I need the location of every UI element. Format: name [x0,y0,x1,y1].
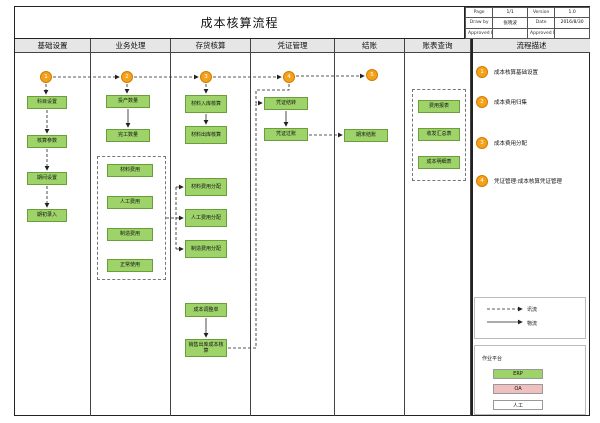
meta-table: Page 1/1 Version 1.0 Draw by 张晓波 Date 20… [464,6,590,40]
legend-info-flow-label: 讯流 [527,307,538,313]
box-material-cost[interactable]: 材料费用 [107,164,153,177]
description-step-marker: 2 [476,96,488,108]
lane-description: 流程描述 [471,39,590,416]
box-voucher-posting[interactable]: 凭证过账 [264,128,308,141]
platform-title: 作业平台 [482,356,503,362]
diagram-title: 成本核算流程 [15,7,465,39]
approveddate-value [554,27,590,40]
description-text: 成本费用归集 [494,100,528,106]
legend-material-flow-label: 物流 [527,321,538,327]
box-material-outbound-costing[interactable]: 材料出库核算 [185,126,227,144]
approveddate-label: Approved Date [526,27,556,40]
description-step-marker: 3 [476,137,488,149]
box-cost-adjustment[interactable]: 成本调整单 [185,303,227,317]
box-period-setup[interactable]: 期间设置 [27,172,67,185]
box-expense-report[interactable]: 费用报表 [418,100,460,113]
description-item: 4 凭证管理:成本核算凭证管理 [476,175,562,187]
description-list: 1 成本核算基础设置 2 成本费用归集 3 成本费用分配 4 凭证管理:成本核算… [471,0,590,200]
lane-header: 流程描述 [473,39,590,53]
lane-header: 账表查询 [405,39,470,53]
description-item: 2 成本费用归集 [476,96,527,108]
description-text: 凭证管理:成本核算凭证管理 [494,179,562,185]
reports-group [412,89,466,181]
lane-basic-settings: 基础设置 [15,39,91,416]
description-item: 1 成本核算基础设置 [476,66,538,78]
step-5-marker: 5 [366,69,378,81]
box-input-quantity[interactable]: 投产数量 [106,95,150,108]
lane-reports: 账表查询 [405,39,471,416]
cost-collection-group [97,156,166,280]
lane-voucher: 凭证管理 [251,39,335,416]
platform-erp: ERP [493,369,543,379]
box-sales-outbound-costing[interactable]: 销售出库成本核算 [185,339,227,357]
legend-platform [474,345,586,415]
lane-closing: 结账 [335,39,405,416]
platform-oa: OA [493,384,543,394]
step-1-marker: 1 [40,71,52,83]
box-labor-cost[interactable]: 人工费用 [107,196,153,209]
lane-header: 存货核算 [171,39,250,53]
box-opening-entry[interactable]: 期初录入 [27,209,67,222]
step-4-marker: 4 [283,71,295,83]
flowchart-frame: 成本核算流程 Page 1/1 Version 1.0 Draw by 张晓波 … [14,6,590,416]
description-text: 成本费用分配 [494,141,528,147]
lane-header: 凭证管理 [251,39,334,53]
box-voucher-transfer[interactable]: 凭证结转 [264,97,308,110]
box-accounting-params[interactable]: 核算参数 [27,135,67,148]
box-manufacturing-cost[interactable]: 制造费用 [107,228,153,241]
box-material-cost-allocation[interactable]: 材料费用分配 [185,178,227,196]
legend-flow-types [474,297,586,339]
box-period-end-closing[interactable]: 期末结账 [344,129,388,142]
swimlanes: 基础设置 业务处理 存货核算 凭证管理 结账 账表查询 流程描述 [15,39,590,416]
step-3-marker: 3 [200,71,212,83]
approvedby-label: Approved by [464,27,494,40]
description-step-marker: 1 [476,66,488,78]
box-completed-quantity[interactable]: 完工数量 [106,129,150,142]
box-normal-use[interactable]: 正常使用 [107,259,153,272]
box-material-inbound-costing[interactable]: 材料入库核算 [185,95,227,113]
box-receipt-issue-summary[interactable]: 收发汇总表 [418,128,460,141]
description-step-marker: 4 [476,175,488,187]
platform-manual: 人工 [493,400,543,410]
box-cost-detail-report[interactable]: 成本明细表 [418,156,460,169]
lane-header: 基础设置 [15,39,90,53]
lane-header: 业务处理 [91,39,170,53]
lane-header: 结账 [335,39,404,53]
description-text: 成本核算基础设置 [494,70,539,76]
step-2-marker: 2 [121,71,133,83]
box-manufacturing-cost-allocation[interactable]: 制造费用分配 [185,240,227,258]
lane-business: 业务处理 [91,39,171,416]
description-item: 3 成本费用分配 [476,137,527,149]
box-account-setup[interactable]: 科目设置 [27,96,67,109]
box-labor-cost-allocation[interactable]: 人工费用分配 [185,209,227,227]
